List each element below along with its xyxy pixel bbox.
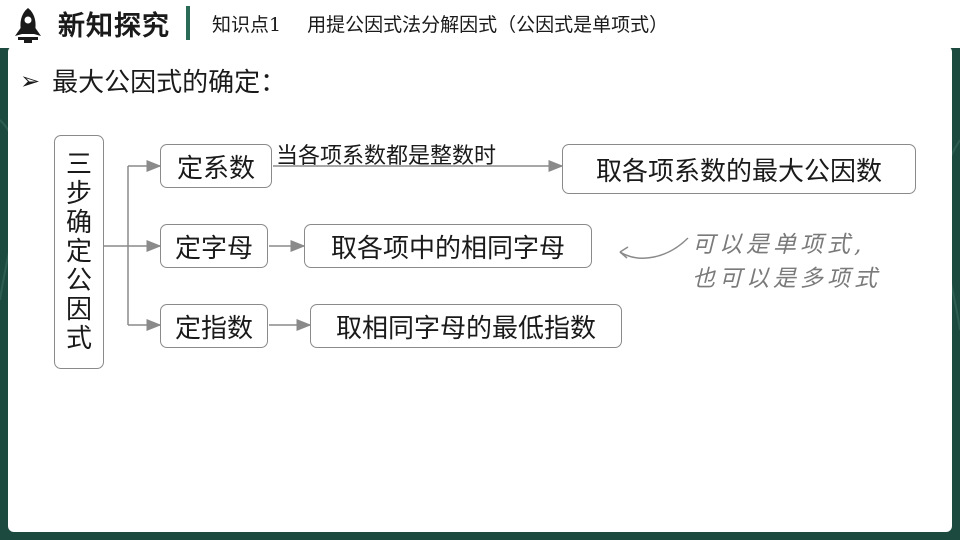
- root-char: 公: [65, 265, 92, 296]
- root-node: 三 步 确 定 公 因 式: [54, 135, 104, 369]
- root-char: 确: [65, 207, 92, 238]
- rocket-icon: [15, 8, 41, 43]
- step-node-letter: 定字母: [160, 224, 268, 268]
- section-title: 新知探究: [58, 11, 170, 42]
- root-char: 因: [65, 294, 92, 325]
- note-line: 可以是单项式,: [692, 232, 866, 258]
- note-line: 也可以是多项式: [692, 266, 881, 292]
- root-char: 式: [65, 323, 92, 354]
- step-node-exponent: 定指数: [160, 304, 268, 348]
- root-char: 步: [65, 178, 92, 209]
- heading-text: 最大公因式的确定：: [52, 68, 287, 98]
- knowledge-point-label: 知识点1: [212, 14, 282, 36]
- result-node-letter: 取各项中的相同字母: [304, 224, 592, 268]
- root-char: 定: [65, 236, 92, 267]
- note-curve-arrowhead: [619, 246, 629, 259]
- step-node-coefficient: 定系数: [160, 144, 272, 188]
- handwritten-note: 可以是单项式, 也可以是多项式: [692, 228, 881, 296]
- bullet-arrow-icon: ➢: [20, 66, 41, 95]
- header-bar: 新知探究 知识点1 用提公因式法分解因式（公因式是单项式）: [0, 0, 960, 48]
- header-divider: [186, 6, 190, 40]
- result-node-exponent: 取相同字母的最低指数: [310, 304, 622, 348]
- topic-title: 用提公因式法分解因式（公因式是单项式）: [307, 14, 669, 36]
- content-card: [8, 46, 952, 532]
- note-curve-arrow: [619, 237, 689, 259]
- result-node-coefficient: 取各项系数的最大公因数: [562, 144, 916, 194]
- condition-label: 当各项系数都是整数时: [276, 144, 497, 169]
- root-char: 三: [65, 149, 92, 180]
- header-subtitle: 知识点1 用提公因式法分解因式（公因式是单项式）: [212, 10, 668, 37]
- topic-heading: ➢ 最大公因式的确定：: [20, 62, 286, 99]
